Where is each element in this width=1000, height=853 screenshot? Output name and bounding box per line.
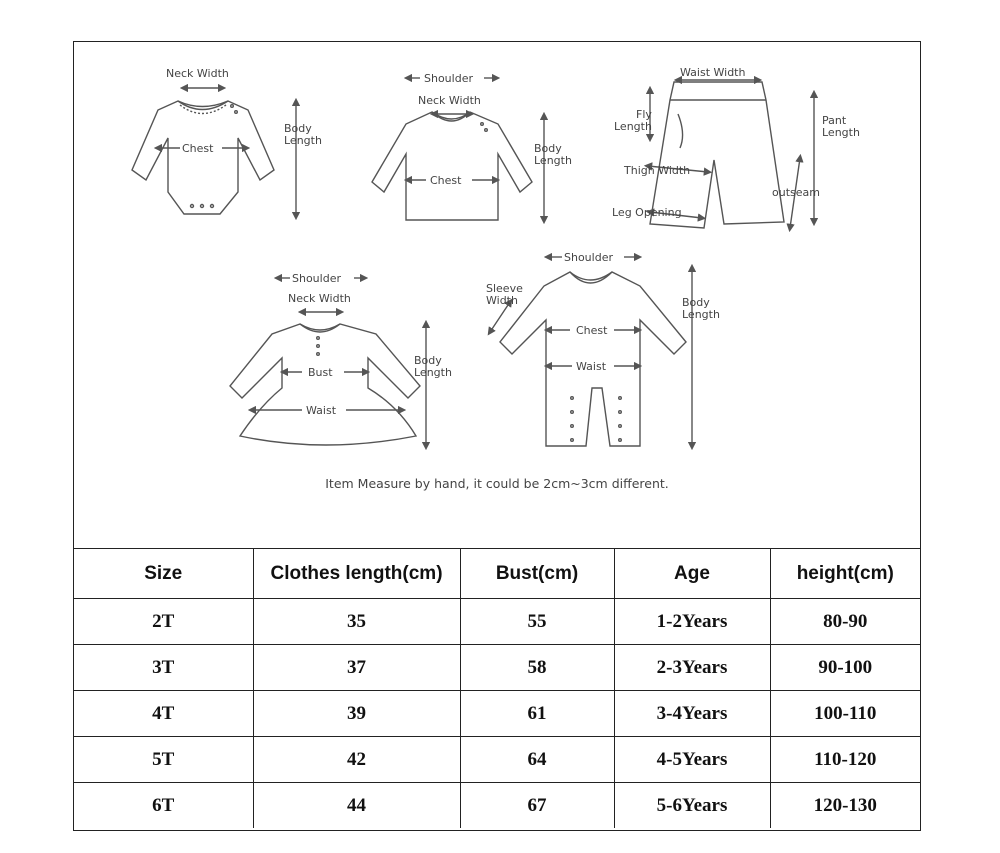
bodysuit-neck-width-label: Neck Width bbox=[166, 67, 229, 80]
size-chart-frame: Neck Width Chest Body Length Shoulder Ne… bbox=[73, 41, 921, 831]
romper-illustration bbox=[487, 252, 697, 451]
dress-waist-label: Waist bbox=[306, 404, 337, 417]
sweater-neck-width-label: Neck Width bbox=[418, 94, 481, 107]
cell-height: 110-120 bbox=[769, 736, 920, 783]
table-row: 2T 35 55 1-2Years 80-90 bbox=[74, 598, 920, 645]
cell-height: 120-130 bbox=[769, 782, 920, 828]
cell-age: 2-3Years bbox=[613, 644, 771, 691]
bodysuit-illustration bbox=[131, 83, 301, 221]
pants-waist-width-label: Waist Width bbox=[680, 66, 745, 79]
bodysuit-length-label: Length bbox=[284, 134, 322, 147]
romper-sleeve-label: Sleeve bbox=[486, 282, 523, 295]
pants-fly-label: Fly bbox=[636, 108, 652, 121]
table-row: 3T 37 58 2-3Years 90-100 bbox=[74, 644, 920, 691]
romper-shoulder-label: Shoulder bbox=[564, 251, 613, 264]
header-clothes-length: Clothes length(cm) bbox=[252, 548, 461, 599]
cell-clothes-length: 42 bbox=[252, 736, 461, 783]
pants-fly-length-label: Length bbox=[614, 120, 652, 133]
cell-clothes-length: 35 bbox=[252, 598, 461, 645]
romper-length-label: Length bbox=[682, 308, 720, 321]
table-row: 6T 44 67 5-6Years 120-130 bbox=[74, 782, 920, 828]
cell-age: 5-6Years bbox=[613, 782, 771, 828]
header-size: Size bbox=[74, 548, 254, 599]
cell-height: 80-90 bbox=[769, 598, 920, 645]
cell-clothes-length: 37 bbox=[252, 644, 461, 691]
sweater-body-label: Body bbox=[534, 142, 562, 155]
table-row: 4T 39 61 3-4Years 100-110 bbox=[74, 690, 920, 737]
cell-age: 4-5Years bbox=[613, 736, 771, 783]
sweater-shoulder-label: Shoulder bbox=[424, 72, 473, 85]
size-table: Size Clothes length(cm) Bust(cm) Age hei… bbox=[74, 548, 920, 828]
romper-chest-label: Chest bbox=[576, 324, 608, 337]
bodysuit-chest-label: Chest bbox=[182, 142, 214, 155]
dress-length-label: Length bbox=[414, 366, 452, 379]
dress-neck-width-label: Neck Width bbox=[288, 292, 351, 305]
cell-size: 5T bbox=[74, 736, 254, 783]
cell-bust: 61 bbox=[459, 690, 615, 737]
sweater-illustration bbox=[371, 73, 549, 225]
cell-bust: 64 bbox=[459, 736, 615, 783]
measurement-diagram: Neck Width Chest Body Length Shoulder Ne… bbox=[74, 42, 920, 548]
header-height: height(cm) bbox=[769, 548, 920, 599]
table-row: 5T 42 64 4-5Years 110-120 bbox=[74, 736, 920, 783]
romper-width-label: Width bbox=[486, 294, 518, 307]
sweater-length-label: Length bbox=[534, 154, 572, 167]
cell-bust: 58 bbox=[459, 644, 615, 691]
cell-height: 90-100 bbox=[769, 644, 920, 691]
pants-leg-opening-label: Leg Opening bbox=[612, 206, 682, 219]
header-age: Age bbox=[613, 548, 771, 599]
dress-illustration bbox=[229, 273, 431, 451]
pants-outseam-label: outseam bbox=[772, 186, 820, 199]
pants-illustration bbox=[643, 75, 819, 233]
dress-body-label: Body bbox=[414, 354, 442, 367]
pants-length-label: Length bbox=[822, 126, 860, 139]
bodysuit-body-label: Body bbox=[284, 122, 312, 135]
header-bust: Bust(cm) bbox=[459, 548, 615, 599]
cell-height: 100-110 bbox=[769, 690, 920, 737]
dress-bust-label: Bust bbox=[308, 366, 333, 379]
cell-bust: 55 bbox=[459, 598, 615, 645]
cell-age: 1-2Years bbox=[613, 598, 771, 645]
cell-clothes-length: 39 bbox=[252, 690, 461, 737]
cell-size: 3T bbox=[74, 644, 254, 691]
pants-thigh-width-label: Thigh Width bbox=[623, 164, 690, 177]
table-header-row: Size Clothes length(cm) Bust(cm) Age hei… bbox=[74, 548, 920, 599]
pants-pant-label: Pant bbox=[822, 114, 847, 127]
romper-body-label: Body bbox=[682, 296, 710, 309]
cell-size: 2T bbox=[74, 598, 254, 645]
dress-shoulder-label: Shoulder bbox=[292, 272, 341, 285]
cell-bust: 67 bbox=[459, 782, 615, 828]
measurement-note: Item Measure by hand, it could be 2cm~3c… bbox=[325, 476, 669, 491]
romper-waist-label: Waist bbox=[576, 360, 607, 373]
garment-illustrations: Neck Width Chest Body Length Shoulder Ne… bbox=[131, 66, 860, 451]
cell-size: 4T bbox=[74, 690, 254, 737]
cell-age: 3-4Years bbox=[613, 690, 771, 737]
sweater-chest-label: Chest bbox=[430, 174, 462, 187]
cell-size: 6T bbox=[74, 782, 254, 828]
cell-clothes-length: 44 bbox=[252, 782, 461, 828]
